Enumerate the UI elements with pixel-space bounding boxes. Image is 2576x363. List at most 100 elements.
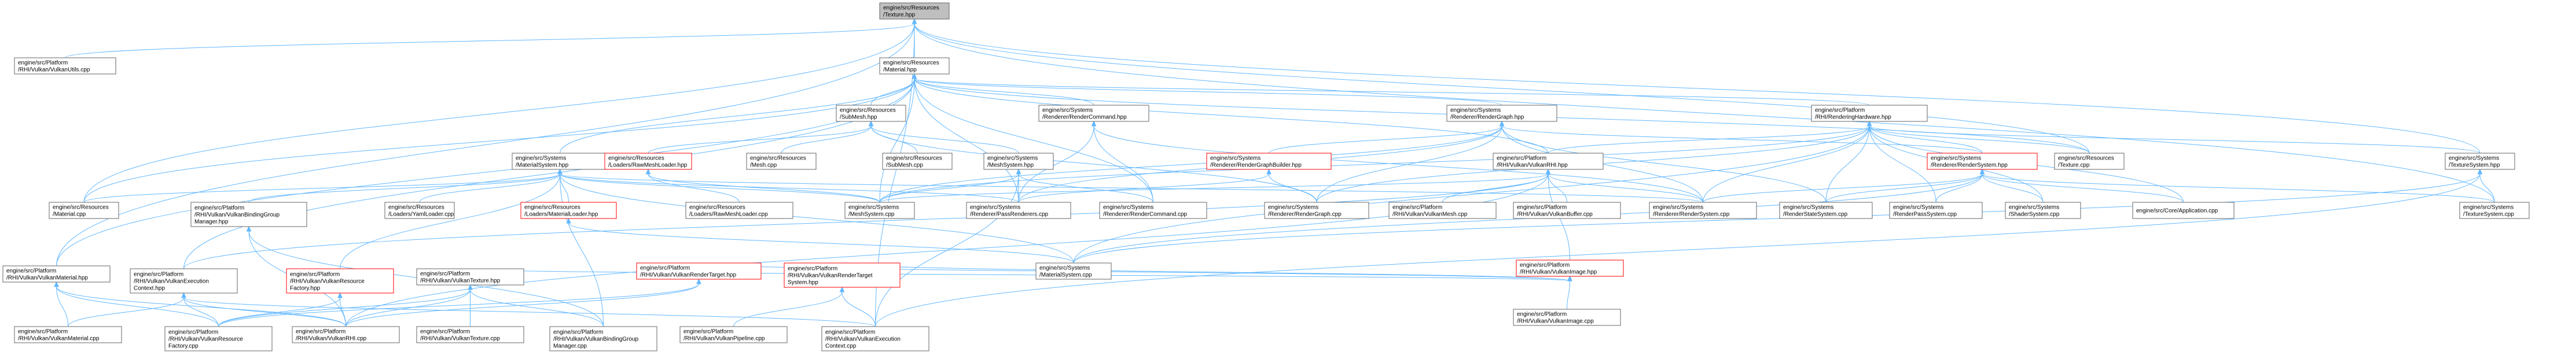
node-box-rsys_hpp[interactable] [1927, 153, 2038, 170]
node-rhw_hpp[interactable]: engine/src/Platform/RHI/RenderingHardwar… [1811, 105, 1928, 122]
node-box-vkimg_hpp[interactable] [1516, 260, 1624, 277]
node-mesh_cpp[interactable]: engine/src/Resources/Mesh.cpp [746, 153, 817, 170]
node-box-vkrt_hpp[interactable] [636, 262, 762, 280]
node-box-meshsys_cpp[interactable] [844, 202, 915, 219]
node-rgb_hpp[interactable]: engine/src/Systems/Renderer/RenderGraphB… [1206, 153, 1332, 170]
node-box-rgraph_hpp[interactable] [1446, 105, 1557, 122]
node-box-submesh_cpp[interactable] [882, 153, 953, 170]
node-meshsys_cpp[interactable]: engine/src/Systems/MeshSystem.cpp [844, 202, 915, 219]
node-vkrts_hpp[interactable]: engine/src/Platform/RHI/Vulkan/VulkanRen… [784, 262, 901, 288]
node-box-vkexec_hpp[interactable] [130, 268, 238, 294]
node-vktex_cpp[interactable]: engine/src/Platform/RHI/Vulkan/VulkanTex… [416, 326, 524, 343]
node-rawmesh_cpp[interactable]: engine/src/Resources/Loaders/RawMeshLoad… [685, 202, 793, 219]
node-box-tex_hpp[interactable] [879, 2, 950, 20]
node-vkbgm_hpp[interactable]: engine/src/Platform/RHI/Vulkan/VulkanBin… [190, 202, 307, 227]
node-vkimg_cpp[interactable]: engine/src/Platform/RHI/Vulkan/VulkanIma… [1513, 309, 1621, 326]
node-box-rawmesh_cpp[interactable] [685, 202, 793, 219]
node-yaml_cpp[interactable]: engine/src/Resources/Loaders/YamlLoader.… [384, 202, 455, 219]
node-mat_hpp[interactable]: engine/src/Resources/Material.hpp [879, 57, 950, 75]
node-vkmesh_cpp[interactable]: engine/src/Platform/RHI/Vulkan/VulkanMes… [1388, 202, 1497, 219]
node-box-vkimg_cpp[interactable] [1513, 309, 1621, 326]
node-matloader_hpp[interactable]: engine/src/Resources/Loaders/MaterialLoa… [520, 202, 617, 219]
node-box-texsys_cpp[interactable] [2459, 202, 2530, 219]
node-box-vktex_hpp[interactable] [416, 268, 524, 286]
node-box-rgb_hpp[interactable] [1206, 153, 1332, 170]
node-box-vkmesh_cpp[interactable] [1388, 202, 1497, 219]
node-submesh[interactable]: engine/src/Resources/SubMesh.hpp [836, 105, 906, 122]
node-box-mat_cpp[interactable] [49, 202, 119, 219]
node-box-rgraph_cpp[interactable] [1264, 202, 1369, 219]
node-box-vkbgm_hpp[interactable] [190, 202, 307, 227]
node-box-vkresf_hpp[interactable] [286, 268, 394, 294]
node-box-vkrhi_cpp[interactable] [292, 326, 400, 343]
node-box-vkrhi_hpp[interactable] [1493, 153, 1604, 170]
node-box-shader_cpp[interactable] [2005, 202, 2081, 219]
node-box-vkresf_cpp[interactable] [164, 326, 273, 351]
node-vkmat_cpp[interactable]: engine/src/Platform/RHI/Vulkan/VulkanMat… [14, 326, 122, 343]
node-box-yaml_cpp[interactable] [384, 202, 455, 219]
node-rpr_cpp[interactable]: engine/src/Systems/Renderer/PassRenderer… [966, 202, 1071, 219]
node-vkrhi_hpp[interactable]: engine/src/Platform/RHI/Vulkan/VulkanRHI… [1493, 153, 1604, 170]
node-rawmesh_hpp[interactable]: engine/src/Resources/Loaders/RawMeshLoad… [604, 153, 692, 170]
node-tex_hpp[interactable]: engine/src/Resources/Texture.hpp [879, 2, 950, 20]
node-box-vkutils[interactable] [14, 57, 116, 75]
node-box-vkpipe_cpp[interactable] [679, 326, 788, 343]
node-box-submesh[interactable] [836, 105, 906, 122]
node-box-rcmd_hpp[interactable] [1038, 105, 1149, 122]
node-box-texsys_hpp[interactable] [2445, 153, 2515, 170]
node-box-meshsys_hpp[interactable] [983, 153, 1054, 170]
node-rgraph_cpp[interactable]: engine/src/Systems/Renderer/RenderGraph.… [1264, 202, 1369, 219]
node-rpass_cpp[interactable]: engine/src/Systems/RenderPassSystem.cpp [1889, 202, 1983, 219]
node-vkexec_hpp[interactable]: engine/src/Platform/RHI/Vulkan/VulkanExe… [130, 268, 238, 294]
node-vkrt_hpp[interactable]: engine/src/Platform/RHI/Vulkan/VulkanRen… [636, 262, 762, 280]
node-box-mesh_cpp[interactable] [746, 153, 817, 170]
node-box-mat_hpp[interactable] [879, 57, 950, 75]
node-box-rsys_cpp[interactable] [1649, 202, 1757, 219]
node-box-vkmat_cpp[interactable] [14, 326, 122, 343]
node-box-vkexec_cpp[interactable] [821, 326, 929, 351]
node-vkbuf_cpp[interactable]: engine/src/Platform/RHI/Vulkan/VulkanBuf… [1513, 202, 1621, 219]
node-box-rpass_cpp[interactable] [1889, 202, 1983, 219]
node-vkbgm_cpp[interactable]: engine/src/Platform/RHI/Vulkan/VulkanBin… [549, 326, 657, 351]
node-vkimg_hpp[interactable]: engine/src/Platform/RHI/Vulkan/VulkanIma… [1516, 260, 1624, 277]
node-box-vkrts_hpp[interactable] [784, 262, 901, 288]
node-box-tex_cpp[interactable] [2054, 153, 2125, 170]
node-rcmd_cpp[interactable]: engine/src/Systems/Renderer/RenderComman… [1099, 202, 1207, 219]
node-vkresf_hpp[interactable]: engine/src/Platform/RHI/Vulkan/VulkanRes… [286, 268, 394, 294]
node-rsys_cpp[interactable]: engine/src/Systems/Renderer/RenderSystem… [1649, 202, 1757, 219]
node-box-vkbgm_cpp[interactable] [549, 326, 657, 351]
node-vktex_hpp[interactable]: engine/src/Platform/RHI/Vulkan/VulkanTex… [416, 268, 524, 286]
node-label-submesh_cpp-0: engine/src/Resources [886, 155, 942, 162]
node-matsys_hpp[interactable]: engine/src/Systems/MaterialSystem.hpp [512, 153, 608, 170]
node-mat_cpp[interactable]: engine/src/Resources/Material.cpp [49, 202, 119, 219]
node-rstate_cpp[interactable]: engine/src/Systems/RenderStateSystem.cpp [1779, 202, 1873, 219]
node-vkmat_hpp[interactable]: engine/src/Platform/RHI/Vulkan/VulkanMat… [2, 265, 111, 283]
node-box-matsys_cpp[interactable] [1035, 262, 1112, 280]
node-app_cpp[interactable]: engine/src/Core/Application.cpp [2132, 202, 2235, 219]
node-vkpipe_cpp[interactable]: engine/src/Platform/RHI/Vulkan/VulkanPip… [679, 326, 788, 343]
node-box-rpr_cpp[interactable] [966, 202, 1071, 219]
node-box-app_cpp[interactable] [2132, 202, 2235, 219]
node-texsys_cpp[interactable]: engine/src/Systems/TextureSystem.cpp [2459, 202, 2530, 219]
node-rcmd_hpp[interactable]: engine/src/Systems/Renderer/RenderComman… [1038, 105, 1149, 122]
node-vkrhi_cpp[interactable]: engine/src/Platform/RHI/Vulkan/VulkanRHI… [292, 326, 400, 343]
node-vkexec_cpp[interactable]: engine/src/Platform/RHI/Vulkan/VulkanExe… [821, 326, 929, 351]
node-box-rawmesh_hpp[interactable] [604, 153, 692, 170]
node-texsys_hpp[interactable]: engine/src/Systems/TextureSystem.hpp [2445, 153, 2515, 170]
node-rsys_hpp[interactable]: engine/src/Systems/Renderer/RenderSystem… [1927, 153, 2038, 170]
node-tex_cpp[interactable]: engine/src/Resources/Texture.cpp [2054, 153, 2125, 170]
node-box-vkmat_hpp[interactable] [2, 265, 111, 283]
node-shader_cpp[interactable]: engine/src/Systems/ShaderSystem.cpp [2005, 202, 2081, 219]
node-box-rhw_hpp[interactable] [1811, 105, 1928, 122]
node-box-vkbuf_cpp[interactable] [1513, 202, 1621, 219]
node-box-rcmd_cpp[interactable] [1099, 202, 1207, 219]
node-meshsys_hpp[interactable]: engine/src/Systems/MeshSystem.hpp [983, 153, 1054, 170]
node-vkutils[interactable]: engine/src/Platform/RHI/Vulkan/VulkanUti… [14, 57, 116, 75]
node-box-vktex_cpp[interactable] [416, 326, 524, 343]
node-box-matloader_hpp[interactable] [520, 202, 617, 219]
node-vkresf_cpp[interactable]: engine/src/Platform/RHI/Vulkan/VulkanRes… [164, 326, 273, 351]
node-submesh_cpp[interactable]: engine/src/Resources/SubMesh.cpp [882, 153, 953, 170]
node-rgraph_hpp[interactable]: engine/src/Systems/Renderer/RenderGraph.… [1446, 105, 1557, 122]
node-box-rstate_cpp[interactable] [1779, 202, 1873, 219]
node-matsys_cpp[interactable]: engine/src/Systems/MaterialSystem.cpp [1035, 262, 1112, 280]
